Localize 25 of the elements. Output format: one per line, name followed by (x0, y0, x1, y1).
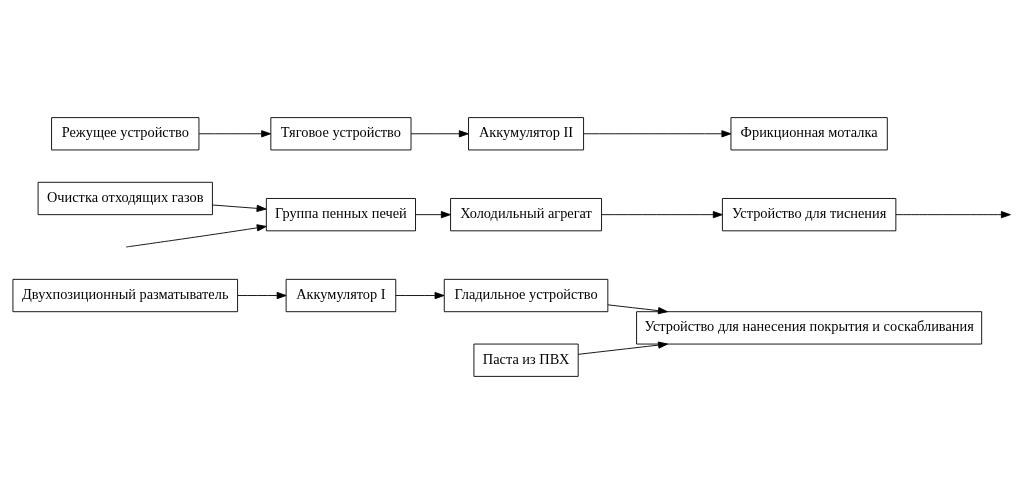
node-box: Режущее устройство (51, 116, 200, 150)
arrow (125, 223, 267, 247)
node-box: Паста из ПВХ (473, 343, 579, 377)
arrow (410, 129, 469, 137)
node-box: Аккумулятор II (468, 116, 585, 150)
node-box: Фрикционная моталка (730, 116, 888, 150)
node-box: Устройство для нанесения покрытия и соскабливания (636, 310, 983, 344)
node-box: Гладильное устройство (443, 278, 609, 312)
node-box: Холодильный агрегат (450, 197, 602, 231)
arrow (212, 204, 267, 212)
node-box: Группа пенных печей (265, 197, 416, 231)
node-box: Двухпозиционный разматыватель (12, 278, 239, 312)
arrow (577, 341, 668, 355)
node-box: Аккумулятор I (285, 278, 397, 312)
node-box: Очистка отходящих газов (37, 181, 213, 215)
node-box: Тяговое устройство (270, 116, 412, 150)
arrow (415, 210, 451, 218)
arrow (895, 210, 1011, 218)
arrow (607, 303, 668, 314)
arrow (601, 210, 723, 218)
arrow (583, 129, 732, 137)
node-box: Устройство для тиснения (721, 197, 897, 231)
arrow (395, 291, 445, 299)
arrow (198, 129, 272, 137)
arrow (237, 291, 287, 299)
